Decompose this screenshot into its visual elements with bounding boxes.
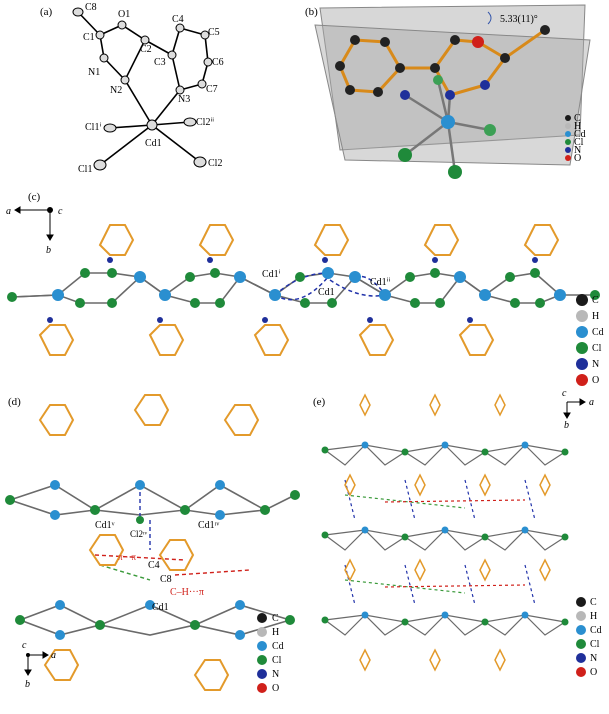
panel-e: (e) xyxy=(305,388,609,710)
atom-label: N1 xyxy=(88,67,100,78)
atom-label: O1 xyxy=(118,9,130,20)
legend-o: O xyxy=(574,153,581,164)
legend-c: C xyxy=(574,113,581,124)
atom-label-cd1ii: Cd1ⁱⁱ xyxy=(370,277,390,288)
panel-d: (d) xyxy=(0,390,305,710)
atom-label: N3 xyxy=(178,94,190,105)
ortep-diagram: C8 O1 C1 C2 C4 N1 C3 C5 N2 C6 C7 N3 Cl1ⁱ… xyxy=(72,2,224,175)
legend-o: O xyxy=(272,683,279,694)
atom-label: C2 xyxy=(140,44,152,55)
legend-n: N xyxy=(592,359,599,370)
atom-label-cd1v: Cd1ᵛ xyxy=(95,520,115,531)
panel-b: (b) 5.33(11)° xyxy=(300,0,609,185)
atom-label: Cl1ⁱ xyxy=(85,122,101,133)
legend-cl: Cl xyxy=(592,343,602,354)
atom-label: Cl2ⁱⁱ xyxy=(196,117,214,128)
legend-c: C xyxy=(272,613,279,624)
panel-a: (a) xyxy=(0,0,300,185)
legend-o: O xyxy=(592,375,599,386)
axis-b: b xyxy=(46,245,51,256)
pi-pi-label: π···π xyxy=(118,552,137,562)
legend-cl: Cl xyxy=(574,137,584,148)
molecule-planes: 5.33(11)° xyxy=(314,4,591,179)
legend-o: O xyxy=(590,667,597,678)
legend-h: H xyxy=(574,121,581,132)
panel-label-b: (b) xyxy=(305,6,318,18)
atom-label: N2 xyxy=(110,85,122,96)
ch-pi-label: C–H···π xyxy=(170,587,204,598)
legend-cl: Cl xyxy=(272,655,282,666)
legend-c: C xyxy=(590,597,597,608)
axis-a: a xyxy=(6,206,11,217)
atom-label: C7 xyxy=(206,84,218,95)
legend-h: H xyxy=(592,311,599,322)
legend-cd: Cd xyxy=(590,625,602,636)
legend-n: N xyxy=(574,145,581,156)
axis-b: b xyxy=(564,420,569,431)
atom-label-cd1: Cd1 xyxy=(318,287,335,298)
atom-label: C5 xyxy=(208,27,220,38)
legend-c: C xyxy=(592,295,599,306)
atom-label-c4: C4 xyxy=(148,560,160,571)
atom-label: Cl1 xyxy=(78,164,92,175)
axis-c: c xyxy=(562,390,567,399)
axis-c: c xyxy=(22,640,27,651)
legend-h: H xyxy=(590,611,597,622)
panel-label-d: (d) xyxy=(8,396,21,408)
atom-label-cl2iv: Cl2ᶦᵛ xyxy=(130,529,147,539)
atom-label: Cd1 xyxy=(145,138,162,149)
packing-d: Cd1ᵛ Cl2ᶦᵛ Cd1ᶦᵛ C4 C8 Cd1 π···π C–H···π… xyxy=(5,394,300,694)
legend-cd: Cd xyxy=(574,129,586,140)
legend-h: H xyxy=(272,627,279,638)
atom-label: C4 xyxy=(172,14,184,25)
dihedral-angle-label: 5.33(11)° xyxy=(500,14,538,25)
atom-label: C3 xyxy=(154,57,166,68)
legend-cl: Cl xyxy=(590,639,600,650)
atom-label: C8 xyxy=(85,2,97,13)
atom-label-cd1i: Cd1ⁱ xyxy=(262,269,281,280)
axis-c: c xyxy=(58,206,63,217)
legend-cd: Cd xyxy=(592,327,604,338)
atom-label: C6 xyxy=(212,57,224,68)
atom-label-cd1iv: Cd1ᶦᵛ xyxy=(198,520,219,531)
packing-e: c a b C H Cd Cl N O xyxy=(321,388,602,678)
panel-label-c: (c) xyxy=(28,191,41,203)
axis-a: a xyxy=(589,397,594,408)
atom-label-cd1: Cd1 xyxy=(152,602,169,613)
legend-n: N xyxy=(272,669,279,680)
atom-label: Cl2 xyxy=(208,158,222,169)
panel-label-e: (e) xyxy=(313,396,326,408)
axis-indicator xyxy=(14,206,54,241)
atom-label: C1 xyxy=(83,32,95,43)
chain-structure: a c b xyxy=(6,206,604,386)
legend-n: N xyxy=(590,653,597,664)
legend-cd: Cd xyxy=(272,641,284,652)
panel-label-a: (a) xyxy=(40,6,53,18)
atom-label-c8: C8 xyxy=(160,574,172,585)
axis-b: b xyxy=(25,679,30,690)
axis-a: a xyxy=(51,650,56,661)
panel-c: (c) a c b xyxy=(0,185,609,390)
